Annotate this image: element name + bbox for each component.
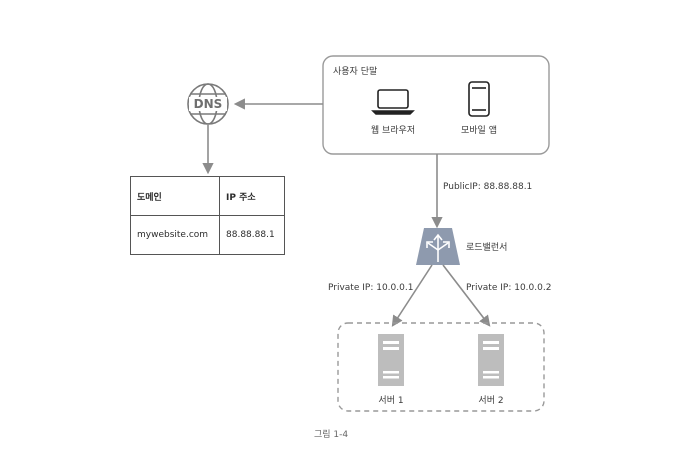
server-group-box — [337, 322, 545, 412]
table-header-ip: IP 주소 — [219, 176, 285, 216]
server-2-label: 서버 2 — [478, 396, 504, 406]
dns-record-table: 도메인 IP 주소 mywebsite.com 88.88.88.1 — [130, 176, 285, 255]
user-devices-box — [322, 55, 550, 155]
figure-caption: 그림 1-4 — [314, 430, 349, 440]
load-balancer-label: 로드밸런서 — [466, 243, 508, 253]
server-icon — [478, 334, 504, 386]
web-browser-label: 웹 브라우저 — [370, 126, 416, 136]
arrow-to-server-1 — [391, 264, 433, 327]
laptop-icon — [371, 89, 415, 115]
dns-label: DNS — [193, 97, 223, 111]
load-balancer-icon — [416, 228, 460, 265]
server-icon — [378, 334, 404, 386]
table-header-row: 도메인 IP 주소 — [130, 176, 285, 216]
table-header-domain: 도메인 — [130, 176, 220, 216]
public-ip-label: PublicIP: 88.88.88.1 — [443, 182, 533, 192]
private-ip-label-2: Private IP: 10.0.0.2 — [466, 283, 552, 293]
mobile-app-label: 모바일 앱 — [461, 126, 497, 136]
private-ip-label-1: Private IP: 10.0.0.1 — [328, 283, 414, 293]
table-cell-ip: 88.88.88.1 — [219, 215, 285, 255]
mobile-icon — [468, 81, 490, 117]
server-1-label: 서버 1 — [378, 396, 404, 406]
arrow-to-server-2 — [442, 264, 491, 327]
user-devices-title: 사용자 단말 — [333, 67, 378, 77]
table-cell-domain: mywebsite.com — [130, 215, 220, 255]
table-row: mywebsite.com 88.88.88.1 — [130, 215, 285, 255]
